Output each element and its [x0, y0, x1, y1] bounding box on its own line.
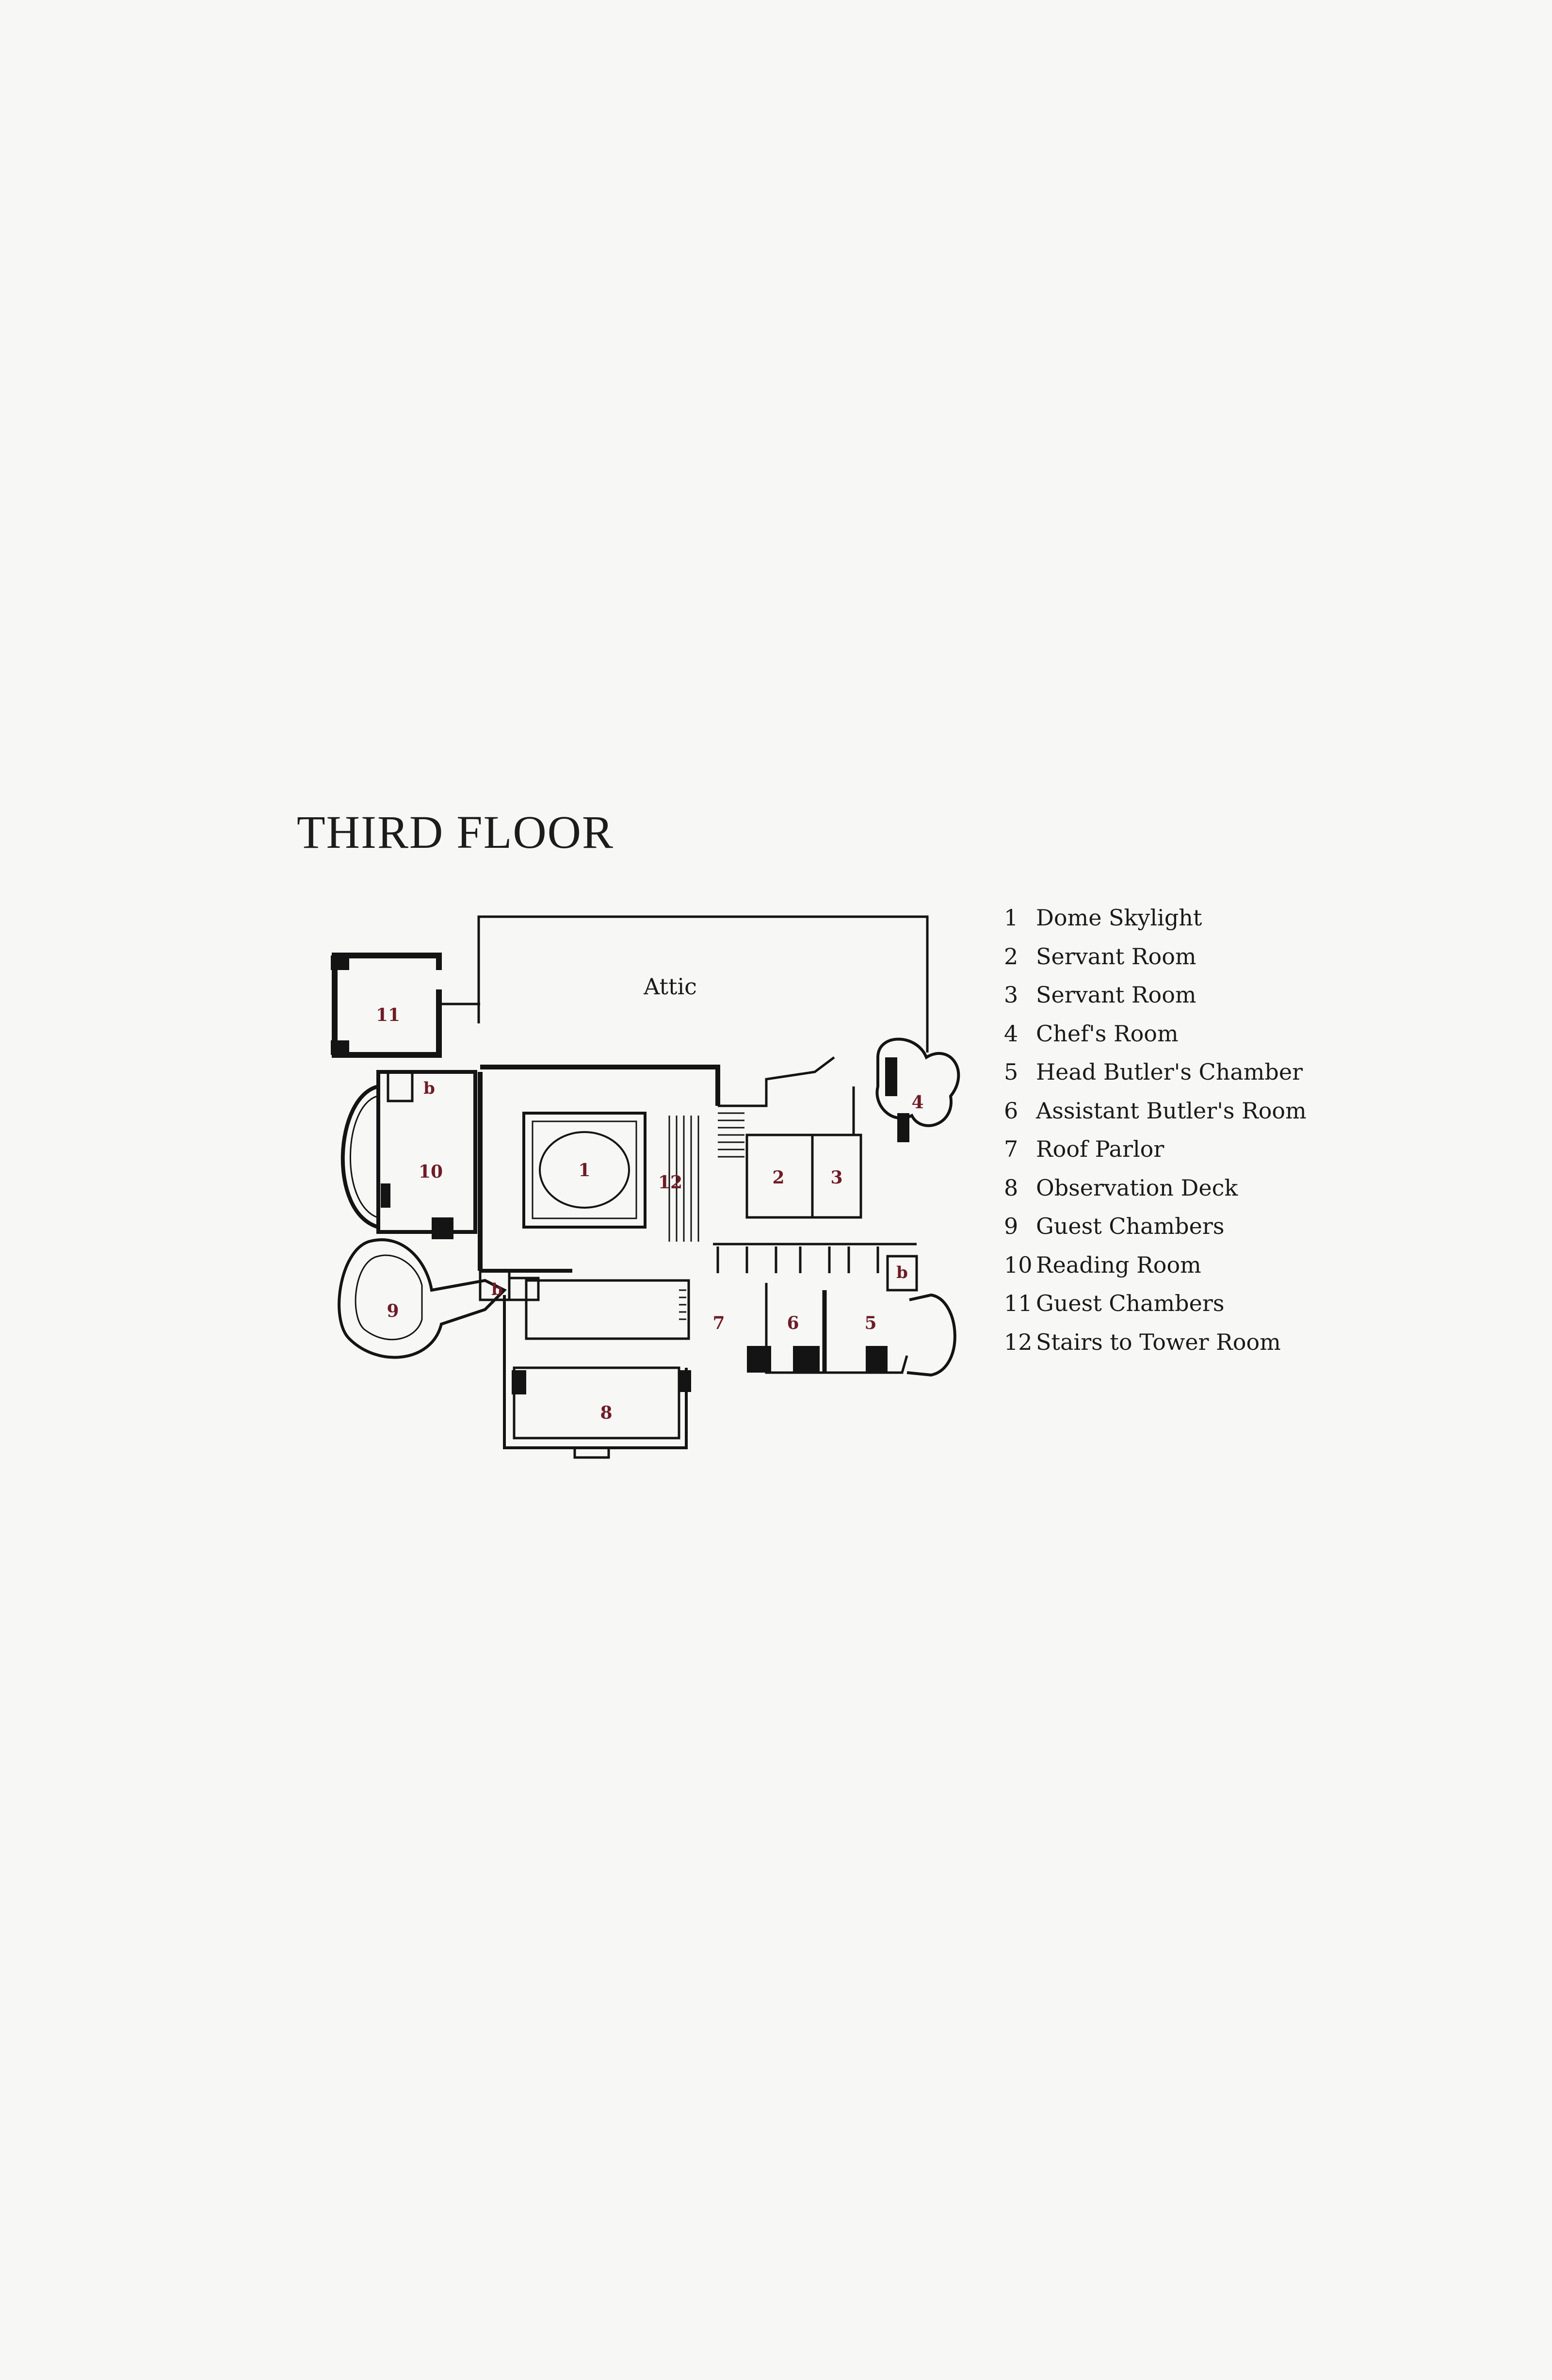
legend-label: Dome Skylight — [1036, 905, 1202, 931]
floor-plan: Attic 1 2 3 4 5 6 7 8 9 10 11 12 b b b — [331, 915, 960, 1459]
legend-item: 8 Observation Deck — [1004, 1175, 1307, 1214]
legend-item: 7 Roof Parlor — [1004, 1136, 1307, 1175]
legend-number: 7 — [1004, 1136, 1018, 1162]
legend-number: 5 — [1004, 1059, 1018, 1085]
legend-label: Observation Deck — [1036, 1174, 1238, 1201]
bath-label-south: b — [491, 1280, 503, 1299]
legend-label: Head Butler's Chamber — [1036, 1059, 1303, 1085]
legend-item: 3 Servant Room — [1004, 982, 1307, 1020]
bath-label-north: b — [423, 1079, 435, 1098]
legend-number: 3 — [1004, 982, 1018, 1008]
legend-label: Servant Room — [1036, 943, 1196, 970]
legend-number: 6 — [1004, 1097, 1018, 1124]
legend-label: Guest Chambers — [1036, 1213, 1225, 1239]
legend-item: 2 Servant Room — [1004, 943, 1307, 982]
legend-number: 8 — [1004, 1174, 1018, 1201]
legend-label: Chef's Room — [1036, 1020, 1179, 1047]
legend-item: 1 Dome Skylight — [1004, 905, 1307, 943]
legend-number: 4 — [1004, 1020, 1018, 1047]
legend-label: Roof Parlor — [1036, 1136, 1164, 1162]
legend-number: 9 — [1004, 1213, 1018, 1239]
legend-number: 12 — [1004, 1328, 1033, 1355]
room-number-11: 11 — [376, 1005, 400, 1025]
legend-item: 5 Head Butler's Chamber — [1004, 1059, 1307, 1098]
legend-label: Servant Room — [1036, 982, 1196, 1008]
legend-label: Guest Chambers — [1036, 1290, 1225, 1316]
room-number-9: 9 — [387, 1301, 399, 1321]
room-number-7: 7 — [712, 1313, 725, 1333]
room-number-3: 3 — [830, 1167, 842, 1188]
legend-label: Assistant Butler's Room — [1036, 1097, 1307, 1124]
legend-label: Reading Room — [1036, 1251, 1201, 1278]
legend-number: 1 — [1004, 905, 1018, 931]
room-number-1: 1 — [578, 1160, 590, 1181]
legend-label: Stairs to Tower Room — [1036, 1328, 1281, 1355]
attic-label: Attic — [643, 973, 697, 1000]
room-number-5: 5 — [864, 1313, 876, 1333]
legend-number: 11 — [1004, 1290, 1033, 1316]
bath-label-east: b — [896, 1263, 908, 1282]
legend-item: 4 Chef's Room — [1004, 1020, 1307, 1059]
room-number-2: 2 — [772, 1167, 784, 1188]
floor-title: THIRD FLOOR — [297, 806, 614, 858]
legend-number: 2 — [1004, 943, 1018, 970]
legend-number: 10 — [1004, 1251, 1033, 1278]
legend-item: 9 Guest Chambers — [1004, 1213, 1307, 1252]
room-number-12: 12 — [658, 1172, 682, 1193]
legend-item: 6 Assistant Butler's Room — [1004, 1098, 1307, 1136]
room-number-10: 10 — [419, 1162, 443, 1182]
room-number-6: 6 — [787, 1313, 799, 1333]
room-number-4: 4 — [911, 1092, 923, 1113]
room-number-8: 8 — [600, 1403, 612, 1423]
